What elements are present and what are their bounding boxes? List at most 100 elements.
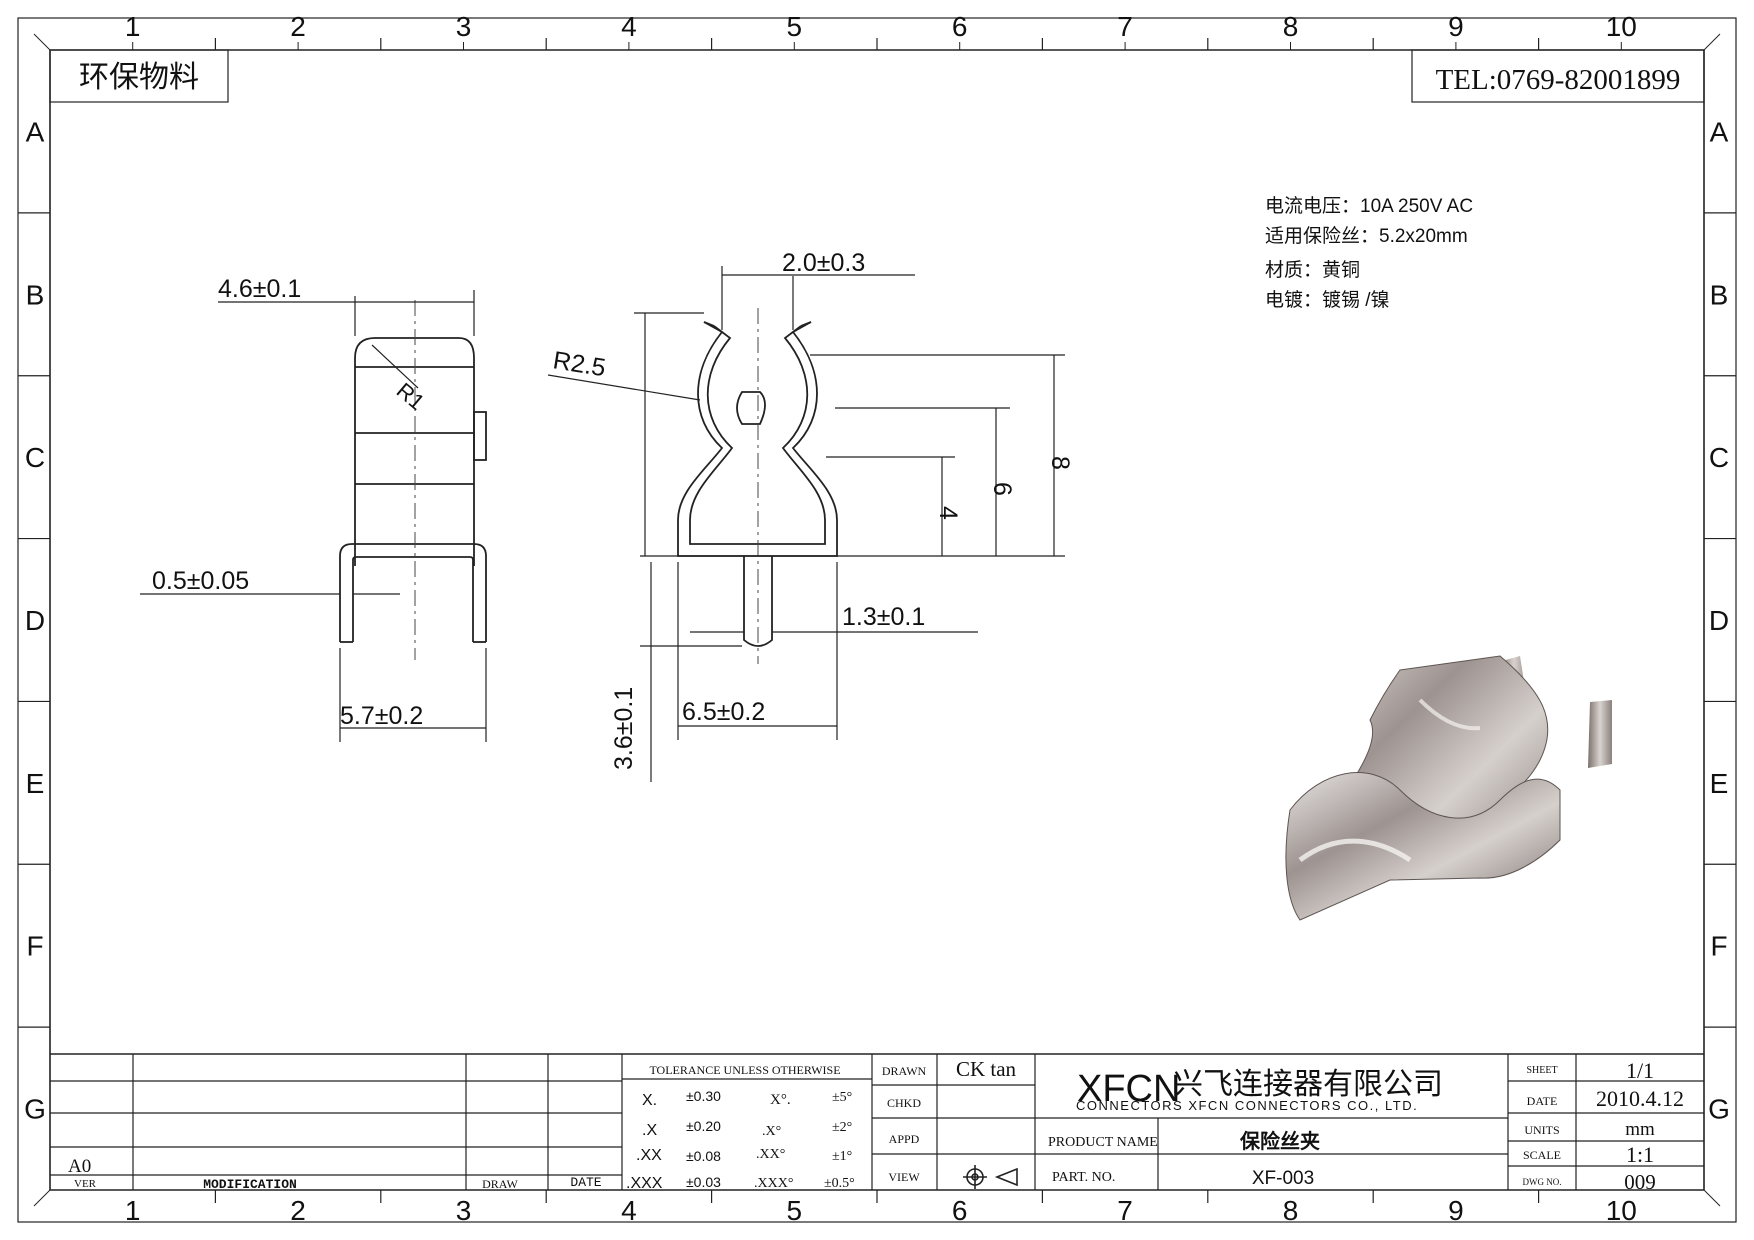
tol-ang-4: .XXX°: [754, 1176, 793, 1191]
dim-base-width: 6.5±0.2: [682, 698, 765, 726]
dim-4: 4: [934, 506, 962, 520]
dim-pin-width: 1.3±0.1: [842, 603, 925, 631]
dim-8: 8: [1046, 456, 1074, 470]
grid-col-label-top: 3: [456, 11, 472, 42]
dim-pin-length: 3.6±0.1: [610, 687, 638, 770]
front-lip-right: [800, 321, 812, 327]
tol-ang-1: X°.: [770, 1092, 791, 1108]
grid-row-label-left: B: [26, 279, 45, 310]
dim-top-width: 4.6±0.1: [218, 275, 301, 303]
grid-row-label-left: D: [25, 605, 45, 636]
grid-col-label-bottom: 5: [787, 1195, 803, 1226]
grid-row-label-left: A: [26, 116, 45, 147]
grid-col-label-top: 2: [290, 11, 306, 42]
outer-frame: [17, 17, 1737, 1223]
tol-ang-tol-2: ±2°: [832, 1120, 852, 1135]
tol-ang-tol-3: ±1°: [832, 1149, 852, 1164]
side-view-tab: [473, 411, 487, 461]
part-no: XF-003: [1252, 1168, 1314, 1189]
tol-lin-1: X.: [642, 1092, 657, 1109]
units-label: UNITS: [1524, 1123, 1559, 1137]
tol-lin-tol-2: ±0.20: [686, 1118, 721, 1134]
corner-tr: [1703, 33, 1721, 51]
grid-row-label-right: D: [1709, 605, 1729, 636]
sheet-value: 1/1: [1626, 1058, 1654, 1083]
side-view-pins-outer: [339, 543, 487, 642]
product-photo: [1285, 655, 1612, 921]
grid-row-label-left: E: [26, 768, 45, 799]
title-block-lines: [50, 1053, 1704, 1190]
dim-pin-span: 5.7±0.2: [340, 702, 423, 730]
grid-col-label-bottom: 6: [952, 1195, 968, 1226]
side-view-body: [354, 337, 475, 566]
dim-r1: R1: [392, 378, 430, 415]
spec-line-2: 适用保险丝：5.2x20mm: [1265, 225, 1468, 247]
dim-line-r25: [547, 374, 701, 401]
corner-br: [1703, 1189, 1721, 1207]
projection-symbol-icon: [963, 1165, 1018, 1189]
dim-6: 6: [988, 482, 1016, 496]
grid-row-label-right: B: [1710, 279, 1729, 310]
dwg-label: DWG NO.: [1523, 1177, 1562, 1187]
grid-col-label-top: 4: [621, 11, 637, 42]
drawn-label: DRAWN: [882, 1064, 927, 1078]
tol-lin-tol-4: ±0.03: [686, 1174, 721, 1190]
grid-col-label-bottom: 7: [1117, 1195, 1133, 1226]
grid-row-label-right: G: [1708, 1094, 1730, 1125]
grid-col-label-top: 9: [1448, 11, 1464, 42]
grid-col-label-bottom: 3: [456, 1195, 472, 1226]
dim-line-r1: [371, 344, 419, 389]
grid-col-label-bottom: 2: [290, 1195, 306, 1226]
revision-value: A0: [68, 1156, 91, 1177]
product-name: 保险丝夹: [1239, 1129, 1320, 1153]
photo-body-front: [1285, 772, 1561, 921]
tel-box: [1411, 49, 1705, 103]
scale-value: 1:1: [1626, 1142, 1654, 1167]
company-logo: XFCN: [1077, 1068, 1180, 1110]
scale-label: SCALE: [1523, 1148, 1561, 1162]
grid-col-label-bottom: 1: [125, 1195, 141, 1226]
drawn-value: CK tan: [956, 1057, 1017, 1081]
tol-ang-2: .X°: [762, 1124, 781, 1139]
front-lip-left: [703, 321, 715, 327]
ver-label: VER: [74, 1178, 97, 1190]
grid-col-label-top: 7: [1117, 11, 1133, 42]
tolerance-title: TOLERANCE UNLESS OTHERWISE: [649, 1063, 840, 1077]
grid-col-label-bottom: 4: [621, 1195, 637, 1226]
grid-col-label-top: 5: [787, 11, 803, 42]
spec-line-3: 材质：黄铜: [1265, 259, 1360, 281]
date-value: 2010.4.12: [1596, 1086, 1684, 1111]
grid-col-label-top: 10: [1606, 11, 1637, 42]
grid-row-label-left: C: [25, 442, 45, 473]
grid-col-label-top: 6: [952, 11, 968, 42]
grid-col-label-bottom: 8: [1283, 1195, 1299, 1226]
appd-label: APPD: [889, 1132, 920, 1146]
date-label: DATE: [1527, 1094, 1558, 1108]
tol-lin-3: .XX: [636, 1147, 662, 1164]
chkd-label: CHKD: [887, 1096, 921, 1110]
tol-ang-tol-1: ±5°: [832, 1090, 852, 1105]
tol-lin-tol-3: ±0.08: [686, 1148, 721, 1164]
corner-bl: [33, 1189, 51, 1207]
spec-line-1: 电流电压：10A 250V AC: [1265, 195, 1473, 217]
company-name: 兴飞连接器有限公司: [1173, 1068, 1443, 1101]
sheet-label: SHEET: [1526, 1065, 1557, 1076]
side-dims: [140, 290, 487, 742]
dim-pin-thickness: 0.5±0.05: [152, 567, 249, 595]
side-view-pins-inner: [352, 556, 474, 642]
tol-lin-4: .XXX: [626, 1175, 663, 1192]
dwg-value: 009: [1624, 1170, 1656, 1194]
material-label-box: [49, 49, 229, 103]
front-dims: [547, 266, 1065, 782]
date-col-label: DATE: [570, 1175, 601, 1190]
spec-line-4: 电镀：镀锡 /镍: [1265, 289, 1390, 311]
grid-col-label-bottom: 9: [1448, 1195, 1464, 1226]
front-view-slot: [736, 391, 766, 425]
front-view-pin: [743, 556, 773, 647]
product-name-label: PRODUCT NAME: [1048, 1135, 1158, 1150]
grid-row-label-right: A: [1710, 116, 1729, 147]
photo-highlight-2: [1418, 698, 1481, 731]
modification-label: MODIFICATION: [203, 1177, 297, 1192]
